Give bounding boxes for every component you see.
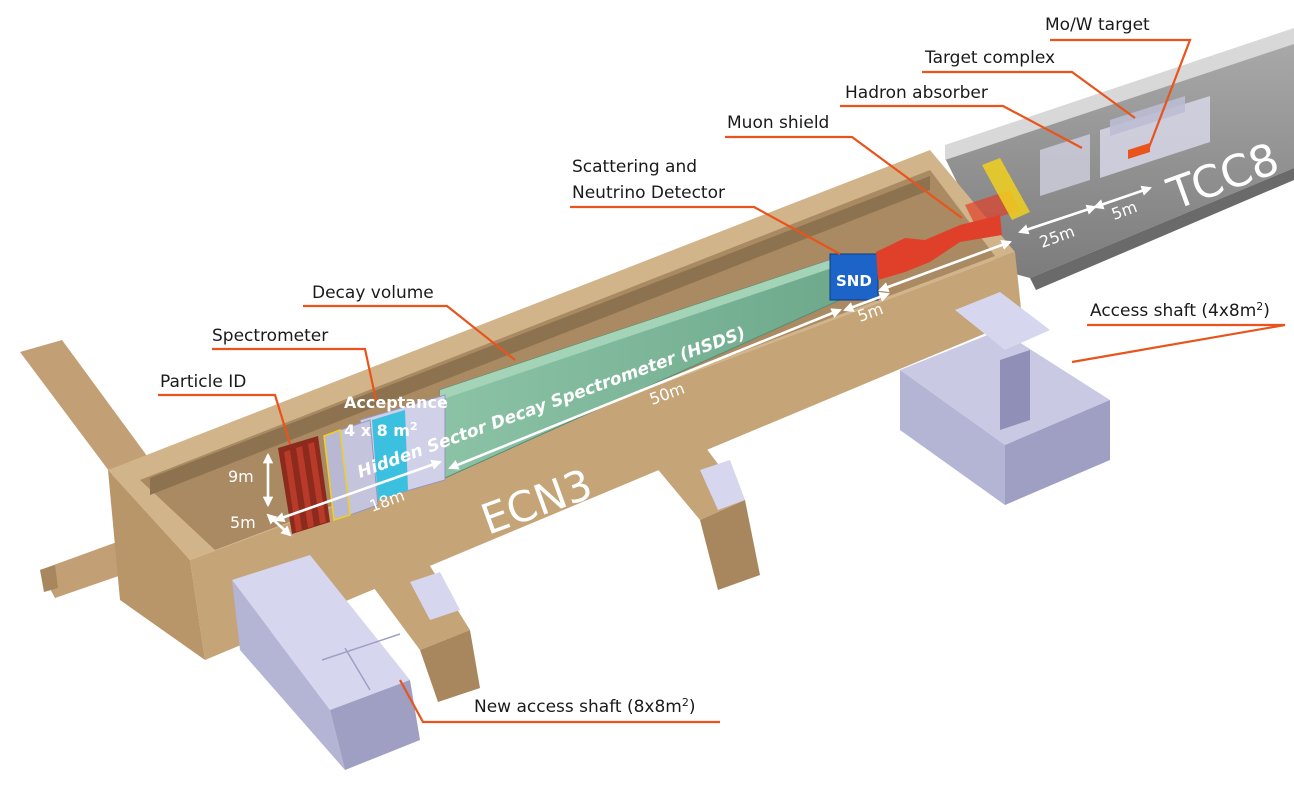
label-access-shaft: Access shaft (4x8m2) bbox=[1090, 300, 1270, 322]
support-pillars bbox=[362, 440, 760, 702]
callout-leaders bbox=[158, 38, 1286, 724]
label-particle-id: Particle ID bbox=[160, 372, 246, 392]
dim-5m-bottom: 5m bbox=[230, 513, 256, 532]
label-target-complex: Target complex bbox=[924, 48, 1055, 68]
label-mo-w-target: Mo/W target bbox=[1045, 15, 1150, 35]
dim-9m: 9m bbox=[228, 467, 254, 486]
label-hadron-absorber: Hadron absorber bbox=[845, 83, 988, 103]
hadron-stopper-plane bbox=[982, 158, 1030, 220]
label-new-access-shaft: New access shaft (8x8m2) bbox=[474, 696, 696, 718]
mo-w-target-shape bbox=[1128, 143, 1150, 159]
target-complex-shape bbox=[1100, 96, 1210, 178]
acceptance-line1: Acceptance bbox=[344, 393, 448, 412]
label-spectrometer: Spectrometer bbox=[212, 326, 328, 346]
label-muon-shield: Muon shield bbox=[727, 113, 829, 133]
hadron-absorber-shape bbox=[1040, 134, 1090, 196]
dimension-arrows bbox=[262, 185, 1152, 537]
label-snd-line2: Neutrino Detector bbox=[572, 183, 725, 203]
label-decay-volume: Decay volume bbox=[312, 283, 434, 303]
access-shaft-4x8 bbox=[900, 292, 1110, 505]
label-snd-line1: Scattering and bbox=[572, 157, 697, 177]
snd-text: SND bbox=[836, 272, 872, 290]
new-access-shaft-8x8 bbox=[232, 555, 420, 770]
acceptance-line2: 4 x 8 m2 bbox=[344, 420, 418, 441]
